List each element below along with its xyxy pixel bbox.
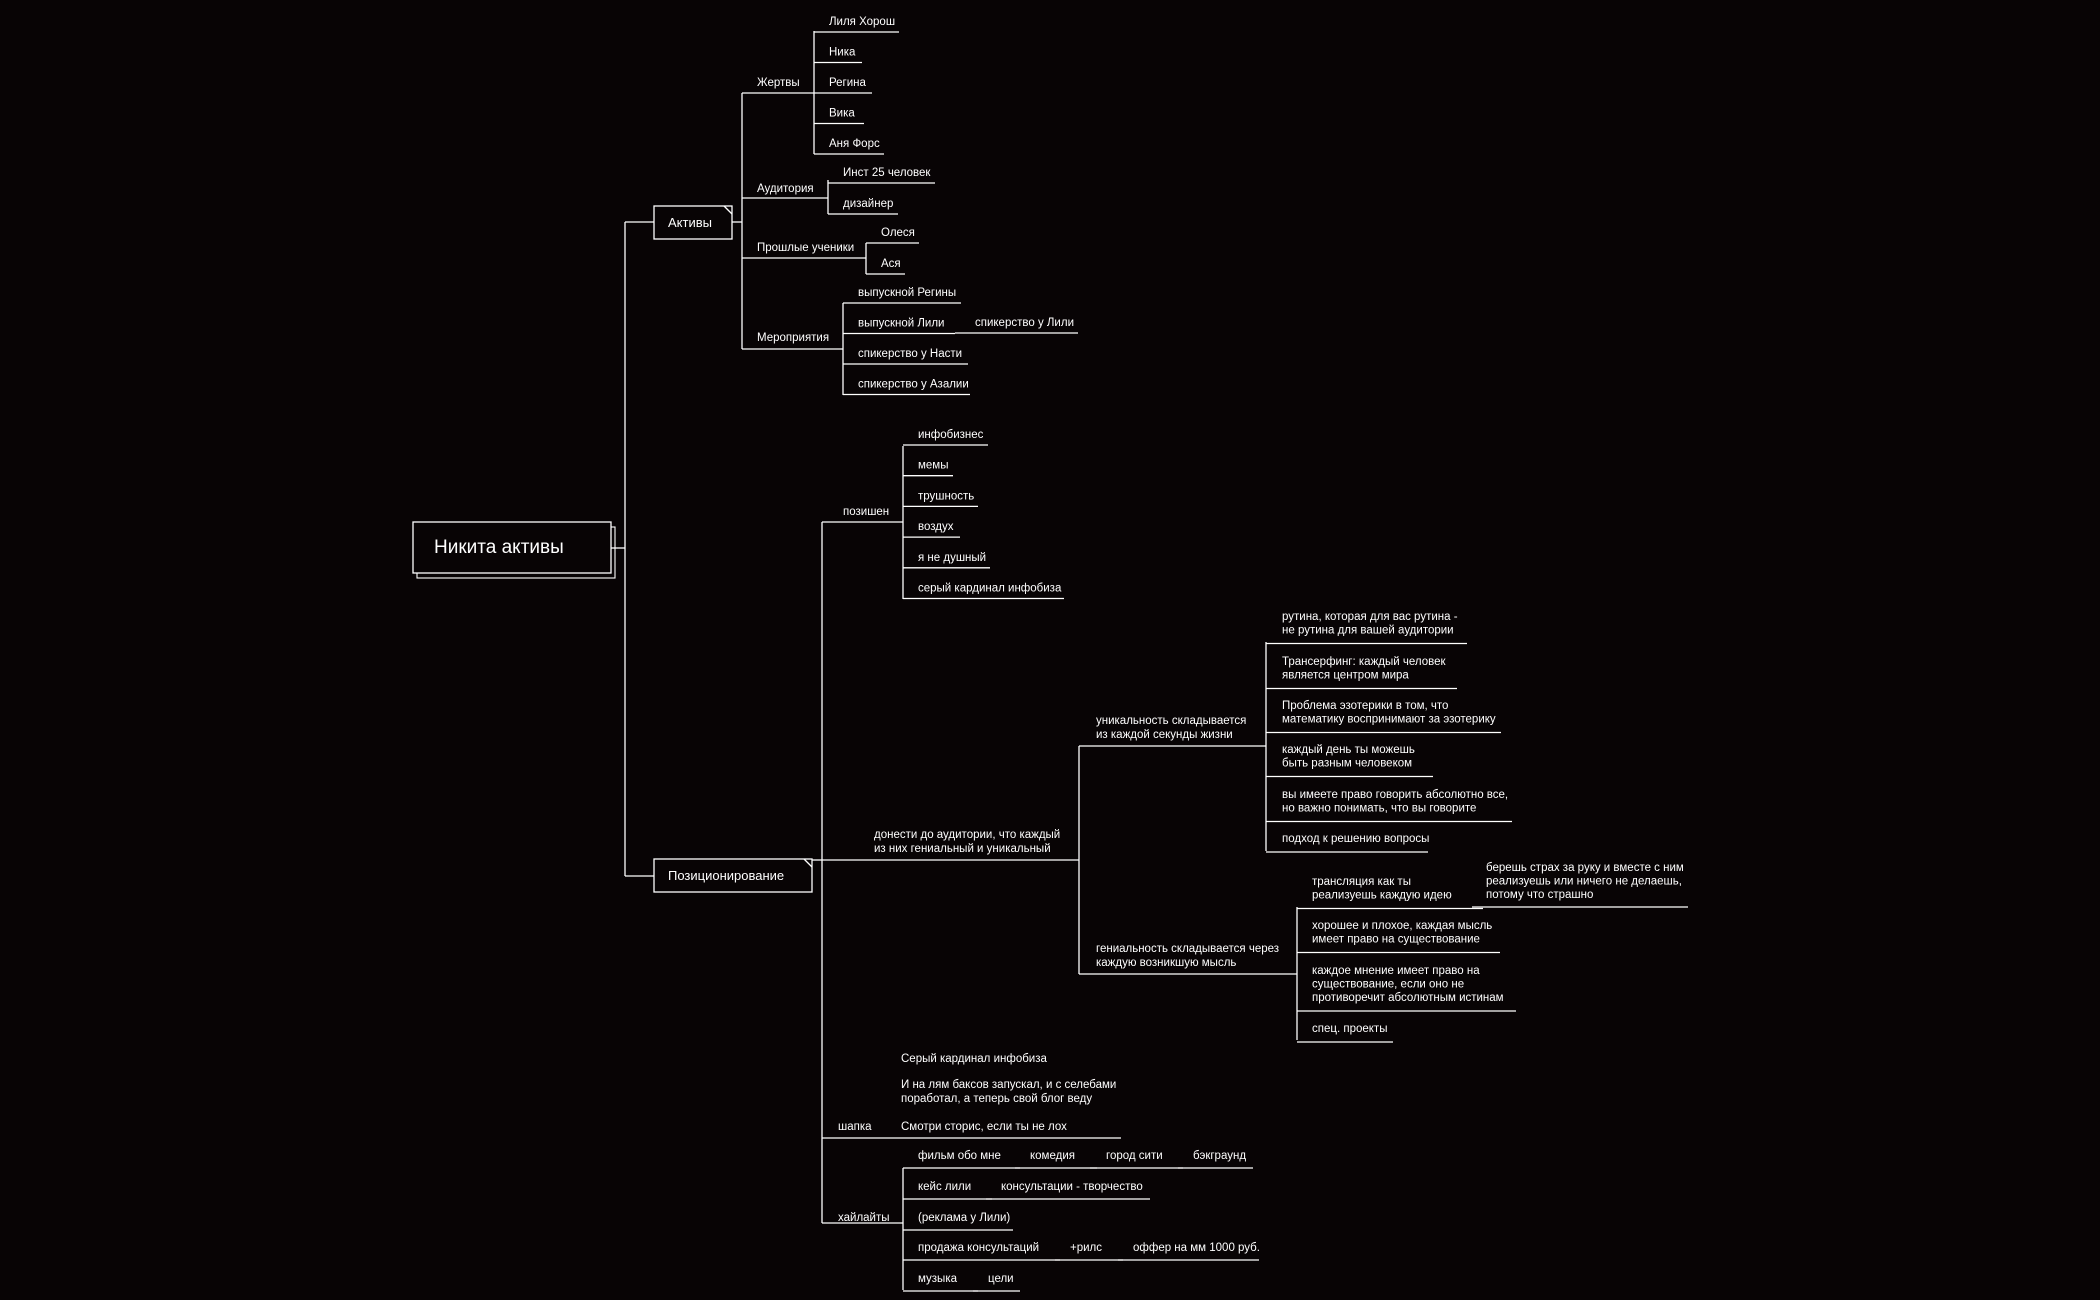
ucheniki-item[interactable]: Ася <box>881 258 901 270</box>
shapka-text[interactable]: Серый кардинал инфобиза <box>901 1053 1047 1065</box>
node-corner <box>723 205 733 215</box>
pozicionirovanie-node <box>653 858 813 893</box>
genialnost-item[interactable]: существование, если оно не <box>1312 979 1464 991</box>
unikalnost-item[interactable]: каждый день ты можешь <box>1282 744 1415 756</box>
fear-note[interactable]: берешь страх за руку и вместе с ним <box>1486 862 1684 874</box>
unikalnost-item[interactable]: является центром мира <box>1282 670 1409 682</box>
meropriyatiya-subitem[interactable]: спикерство у Лили <box>975 317 1074 329</box>
pozishen-item[interactable]: инфобизнес <box>918 429 984 441</box>
pozishen-item[interactable]: мемы <box>918 460 948 472</box>
pozishen-node[interactable]: позишен <box>843 506 889 518</box>
genialnost-node[interactable]: гениальность складывается через <box>1096 943 1279 955</box>
highlight-item[interactable]: фильм обо мне <box>918 1150 1001 1162</box>
genialnost-item[interactable]: каждое мнение имеет право на <box>1312 965 1480 977</box>
unikalnost-item[interactable]: подход к решению вопросы <box>1282 833 1429 845</box>
meropriyatiya-item[interactable]: спикерство у Азалии <box>858 379 969 391</box>
unikalnost-item[interactable]: математику воспринимают за эзотерику <box>1282 714 1496 726</box>
donesti-node[interactable]: из них гениальный и уникальный <box>874 843 1051 855</box>
ucheniki-node[interactable]: Прошлые ученики <box>757 242 854 254</box>
unikalnost-item[interactable]: Проблема эзотерики в том, что <box>1282 700 1448 712</box>
node-corner <box>803 858 813 868</box>
highlight-item[interactable]: оффер на мм 1000 руб. <box>1133 1242 1260 1254</box>
shapka-text[interactable]: И на лям баксов запускал, и с селебами <box>901 1079 1116 1091</box>
genialnost-item[interactable]: трансляция как ты <box>1312 876 1411 888</box>
auditoriya-node[interactable]: Аудитория <box>757 183 814 195</box>
genialnost-item[interactable]: имеет право на существование <box>1312 934 1480 946</box>
meropriyatiya-item[interactable]: спикерство у Насти <box>858 348 962 360</box>
fear-note[interactable]: реализуешь или ничего не делаешь, <box>1486 876 1682 888</box>
unikalnost-item[interactable]: рутина, которая для вас рутина - <box>1282 611 1458 623</box>
unikalnost-node[interactable]: из каждой секунды жизни <box>1096 729 1233 741</box>
genialnost-item[interactable]: противоречит абсолютным истинам <box>1312 992 1504 1004</box>
unikalnost-item[interactable]: не рутина для вашей аудитории <box>1282 625 1454 637</box>
zhertvy-item[interactable]: Вика <box>829 108 855 120</box>
meropriyatiya-item[interactable]: выпускной Регины <box>858 287 956 299</box>
genialnost-node[interactable]: каждую возникшую мысль <box>1096 957 1236 969</box>
fear-note[interactable]: потому что страшно <box>1486 889 1593 901</box>
highlight-item[interactable]: цели <box>988 1273 1014 1285</box>
shapka-text[interactable]: поработал, а теперь свой блог веду <box>901 1093 1092 1105</box>
donesti-node[interactable]: донести до аудитории, что каждый <box>874 829 1060 841</box>
highlight-item[interactable]: (реклама у Лили) <box>918 1212 1010 1224</box>
unikalnost-node[interactable]: уникальность складывается <box>1096 715 1246 727</box>
shapka-node[interactable]: шапка <box>838 1121 872 1133</box>
aktivy-node-label[interactable]: Активы <box>668 215 712 230</box>
pozishen-item[interactable]: трушность <box>918 490 974 502</box>
pozishen-item[interactable]: я не душный <box>918 552 986 564</box>
ucheniki-item[interactable]: Олеся <box>881 227 915 239</box>
zhertvy-item[interactable]: Регина <box>829 77 867 89</box>
genialnost-item[interactable]: спец. проекты <box>1312 1023 1387 1035</box>
unikalnost-item[interactable]: но важно понимать, что вы говорите <box>1282 803 1476 815</box>
pozishen-item[interactable]: серый кардинал инфобиза <box>918 583 1062 595</box>
highlight-item[interactable]: консультации - творчество <box>1001 1181 1143 1193</box>
zhertvy-item[interactable]: Ника <box>829 47 856 59</box>
highlight-item[interactable]: кейс лили <box>918 1181 971 1193</box>
zhertvy-item[interactable]: Аня Форс <box>829 138 880 150</box>
pozishen-item[interactable]: воздух <box>918 521 954 533</box>
highlight-item[interactable]: продажа консультаций <box>918 1242 1039 1254</box>
zhertvy-node[interactable]: Жертвы <box>757 77 800 89</box>
unikalnost-item[interactable]: быть разным человеком <box>1282 758 1412 770</box>
highlights-node[interactable]: хайлайты <box>838 1212 890 1224</box>
highlight-item[interactable]: бэкграунд <box>1193 1150 1246 1162</box>
root-node <box>412 521 612 574</box>
highlight-item[interactable]: город сити <box>1106 1150 1163 1162</box>
root-node-title[interactable]: Никита активы <box>434 537 564 558</box>
unikalnost-item[interactable]: вы имеете право говорить абсолютно все, <box>1282 789 1508 801</box>
meropriyatiya-item[interactable]: выпускной Лили <box>858 318 944 330</box>
shapka-text[interactable]: Смотри сторис, если ты не лох <box>901 1121 1067 1133</box>
meropriyatiya-node[interactable]: Мероприятия <box>757 332 829 344</box>
genialnost-item[interactable]: реализуешь каждую идею <box>1312 890 1452 902</box>
highlight-item[interactable]: музыка <box>918 1273 958 1285</box>
highlight-item[interactable]: комедия <box>1030 1150 1075 1162</box>
auditoriya-item[interactable]: дизайнер <box>843 198 893 210</box>
zhertvy-item[interactable]: Лиля Хорош <box>829 16 895 28</box>
auditoriya-item[interactable]: Инст 25 человек <box>843 167 931 179</box>
highlight-item[interactable]: +рилс <box>1070 1242 1102 1254</box>
genialnost-item[interactable]: хорошее и плохое, каждая мысль <box>1312 920 1492 932</box>
aktivy-node <box>653 205 733 240</box>
unikalnost-item[interactable]: Трансерфинг: каждый человек <box>1282 656 1446 668</box>
pozicionirovanie-node-label[interactable]: Позиционирование <box>668 868 784 883</box>
